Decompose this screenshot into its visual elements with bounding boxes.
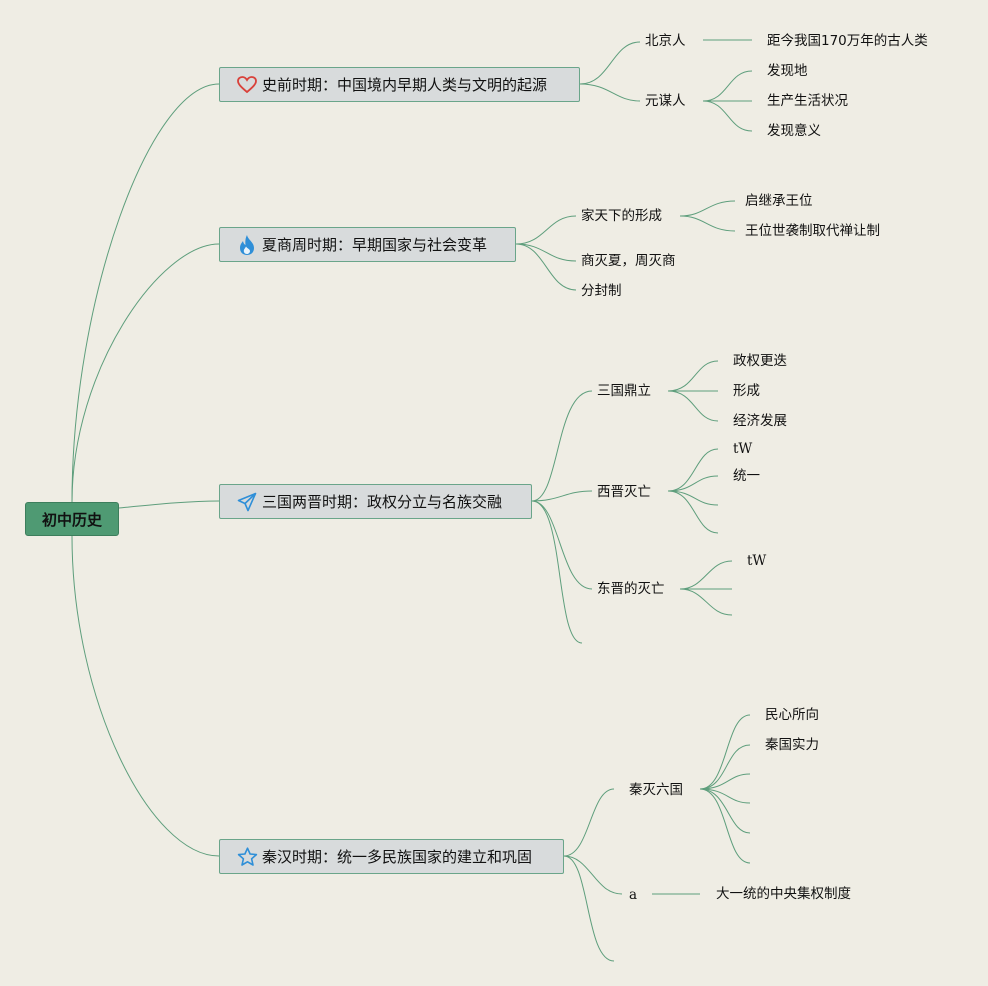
link-t4-empty bbox=[563, 855, 615, 962]
link-qin-qinguo bbox=[699, 744, 751, 790]
node-xijin[interactable]: 西晋灭亡 bbox=[597, 484, 651, 500]
node-qinguo[interactable]: 秦国实力 bbox=[765, 737, 819, 753]
topic-three-kingdoms[interactable]: 三国两晋时期：政权分立与名族交融 bbox=[219, 484, 532, 519]
link-t1-beijingren bbox=[579, 41, 641, 85]
link-sanguo-zhengquan bbox=[667, 360, 719, 392]
link-xijin-tongyi bbox=[667, 475, 719, 492]
topic-xia-shang-zhou[interactable]: 夏商周时期：早期国家与社会变革 bbox=[219, 227, 516, 262]
topic-label: 史前时期：中国境内早期人类与文明的起源 bbox=[262, 76, 548, 94]
link-t3-empty bbox=[531, 500, 583, 644]
node-a[interactable]: a bbox=[629, 887, 638, 903]
node-dayitong[interactable]: 大一统的中央集权制度 bbox=[716, 886, 851, 902]
node-shangmie[interactable]: 商灭夏，周灭商 bbox=[581, 253, 676, 269]
link-jia-wangwei bbox=[679, 215, 736, 232]
paper-plane-icon bbox=[236, 491, 258, 513]
link-qin-minxin bbox=[699, 714, 751, 790]
link-yuanmou-faxiandi bbox=[702, 70, 753, 102]
link-sanguo-jingji bbox=[667, 390, 719, 422]
node-shengchan[interactable]: 生产生活状况 bbox=[767, 93, 848, 109]
heart-icon bbox=[236, 74, 258, 96]
node-dongjin[interactable]: 东晋的灭亡 bbox=[597, 581, 665, 597]
node-qinmie[interactable]: 秦灭六国 bbox=[629, 782, 683, 798]
link-root-topic1 bbox=[71, 83, 220, 503]
link-qin-empty1 bbox=[699, 773, 751, 790]
link-root-topic2 bbox=[71, 243, 220, 503]
link-t1-yuanmouren bbox=[579, 83, 641, 102]
link-yuanmou-yiyi bbox=[702, 100, 753, 132]
node-faxianyiyi[interactable]: 发现意义 bbox=[767, 123, 821, 139]
link-t3-dongjin bbox=[531, 500, 593, 590]
link-qin-empty4 bbox=[699, 788, 751, 864]
node-yuanmouren[interactable]: 元谋人 bbox=[645, 93, 686, 109]
node-qiji[interactable]: 启继承王位 bbox=[745, 193, 813, 209]
link-dongjin-tw2 bbox=[679, 560, 733, 590]
node-wangwei[interactable]: 王位世袭制取代禅让制 bbox=[745, 223, 880, 239]
topic-label: 夏商周时期：早期国家与社会变革 bbox=[262, 236, 488, 254]
node-beijingren[interactable]: 北京人 bbox=[645, 33, 686, 49]
link-qin-empty3 bbox=[699, 788, 751, 834]
topic-label: 秦汉时期：统一多民族国家的建立和巩固 bbox=[262, 848, 533, 866]
node-tw2[interactable]: tW bbox=[747, 553, 767, 569]
node-jingji[interactable]: 经济发展 bbox=[733, 413, 787, 429]
node-tongyi[interactable]: 统一 bbox=[733, 468, 760, 484]
node-tw1[interactable]: tW bbox=[733, 441, 753, 457]
link-dongjin-empty2 bbox=[679, 588, 733, 616]
link-t2-jiatianxia bbox=[515, 215, 577, 245]
root-label: 初中历史 bbox=[41, 510, 102, 529]
link-t4-a bbox=[563, 855, 623, 895]
link-xijin-tw1 bbox=[667, 448, 719, 492]
node-zhengquan[interactable]: 政权更迭 bbox=[733, 353, 787, 369]
node-fenfeng[interactable]: 分封制 bbox=[581, 283, 622, 299]
node-faxiandi[interactable]: 发现地 bbox=[767, 63, 808, 79]
node-minxin[interactable]: 民心所向 bbox=[765, 707, 819, 723]
link-xijin-empty2 bbox=[667, 490, 719, 534]
topic-label: 三国两晋时期：政权分立与名族交融 bbox=[262, 493, 503, 511]
link-t3-xijin bbox=[531, 490, 593, 502]
link-t3-sanguo bbox=[531, 390, 593, 502]
link-t4-qinmie bbox=[563, 788, 615, 857]
link-root-topic4 bbox=[71, 535, 220, 857]
node-xingcheng[interactable]: 形成 bbox=[733, 383, 760, 399]
link-xijin-empty1 bbox=[667, 490, 719, 506]
node-jiatianxia[interactable]: 家天下的形成 bbox=[581, 208, 662, 224]
star-icon bbox=[236, 846, 258, 868]
node-beijingren-desc[interactable]: 距今我国170万年的古人类 bbox=[767, 33, 928, 49]
root-node[interactable]: 初中历史 bbox=[25, 502, 119, 536]
link-jia-qiji bbox=[679, 200, 736, 217]
link-root-topic3 bbox=[118, 500, 220, 509]
link-t2-fenfeng bbox=[515, 243, 577, 291]
link-t2-shangmie bbox=[515, 243, 577, 262]
flame-icon bbox=[236, 234, 258, 256]
topic-qin-han[interactable]: 秦汉时期：统一多民族国家的建立和巩固 bbox=[219, 839, 564, 874]
topic-prehistoric[interactable]: 史前时期：中国境内早期人类与文明的起源 bbox=[219, 67, 580, 102]
node-sanguo[interactable]: 三国鼎立 bbox=[597, 383, 651, 399]
